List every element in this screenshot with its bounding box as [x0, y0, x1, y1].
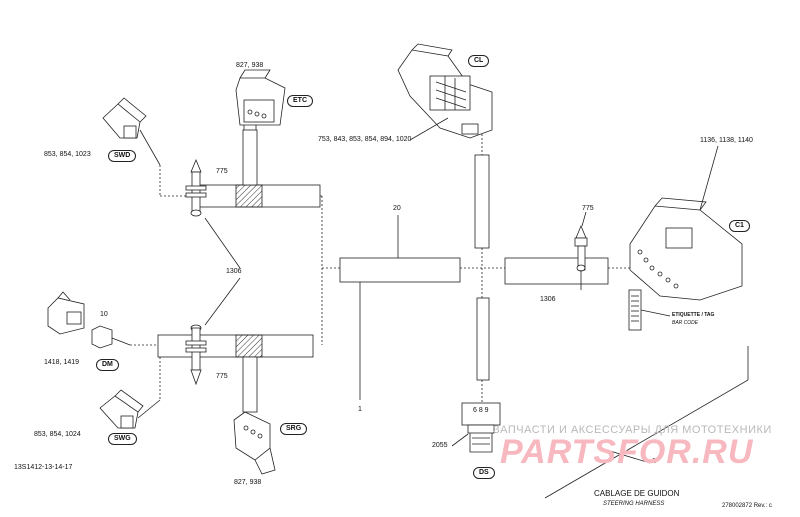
barcode-tag	[628, 289, 671, 331]
swg-tag: SWG	[108, 433, 137, 445]
c1-tag: C1	[729, 220, 750, 232]
tie-wrap-part-number: 1306	[226, 268, 242, 275]
c1-part-numbers: 1136, 1138, 1140	[700, 137, 753, 144]
upper-clip	[185, 158, 207, 217]
tag-label: ETIQUETTE / TAG	[672, 312, 715, 318]
dm-tag: DM	[96, 359, 119, 371]
cl-part-numbers: 753, 843, 853, 854, 894, 1020	[318, 136, 412, 143]
srg-connector	[233, 411, 276, 475]
ds-tag: DS	[473, 467, 495, 479]
dm-part-number: 10	[100, 311, 108, 318]
ds-connector	[451, 402, 501, 453]
diagram-title: CABLAGE DE GUIDON	[594, 489, 680, 498]
srg-tag: SRG	[280, 423, 308, 435]
harness-item-number: 1	[358, 406, 362, 413]
harness-part-number: 20	[393, 205, 401, 212]
upper-vertical-segment	[474, 154, 490, 249]
central-harness-block	[339, 257, 461, 283]
dm-part-numbers: 1418, 1419	[44, 359, 80, 366]
watermark-logo: PARTSFOR.RU	[500, 433, 754, 471]
etc-part-numbers: 827, 938	[236, 62, 264, 69]
revision-number: 278002872 Rev.: c	[722, 503, 772, 509]
cl-connector	[397, 43, 493, 139]
right-harness-block	[504, 257, 609, 285]
srg-part-numbers: 827, 938	[234, 479, 262, 486]
lower-vertical-segment	[476, 297, 490, 381]
lower-clip-part-number: 775	[216, 373, 228, 380]
swg-part-numbers: 853, 854, 1024	[34, 431, 81, 438]
swd-tag: SWD	[108, 150, 137, 162]
right-clip	[574, 224, 588, 290]
cl-tag: CL	[468, 55, 490, 67]
etc-tag: ETC	[287, 95, 313, 107]
right-clip-part-number: 775	[582, 205, 594, 212]
lower-harness-branch	[157, 334, 314, 413]
diagram-subtitle: STEERING HARNESS	[603, 501, 665, 507]
drawing-code: 13S1412-13-14-17	[14, 464, 73, 471]
harness-routing-lines	[130, 130, 640, 403]
ds-code: 6 8 9	[473, 407, 489, 414]
dm-module	[47, 291, 131, 349]
lower-clip	[185, 324, 207, 386]
swd-connector	[102, 97, 161, 166]
ds-part-number: 2055	[432, 442, 448, 449]
watermark-caption: ЗАПЧАСТИ И АКСЕССУАРЫ ДЛЯ МОТОТЕХНИКИ	[493, 424, 772, 436]
item-right-number: 1	[652, 458, 656, 465]
c1-connector	[629, 145, 743, 301]
swg-connector	[99, 389, 161, 429]
swd-part-numbers: 853, 854, 1023	[44, 151, 91, 158]
upper-harness-branch	[194, 100, 321, 208]
etc-connector	[235, 69, 286, 126]
upper-clip-part-number: 775	[216, 168, 228, 175]
right-tie-part-number: 1306	[540, 296, 556, 303]
barcode-label: BAR CODE	[672, 320, 699, 326]
